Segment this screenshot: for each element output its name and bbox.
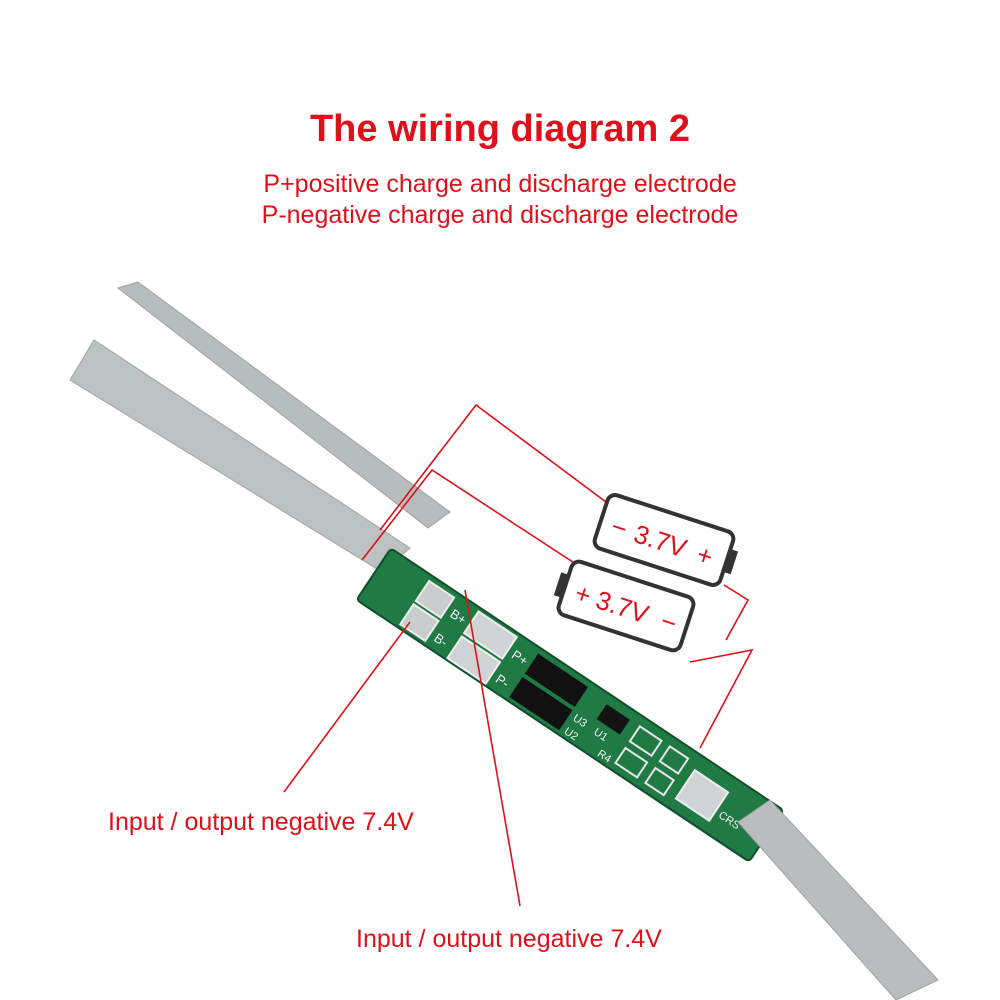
wiring-lines [361,403,754,749]
pad-p-minus [446,635,502,686]
callout-left-leader [283,621,411,793]
battery-2: + 3.7V − [553,559,696,653]
wire-output [689,648,754,749]
wire-b-minus [361,468,583,569]
chip-mosfet-2 [509,676,573,731]
callout-bottom-leader [464,589,521,907]
pad-b-minus [398,602,440,643]
p-minus-description: P-negative charge and discharge electrod… [261,201,739,229]
callout-left-label: Input / output negative 7.4V [108,808,414,836]
pad-output [674,768,730,823]
callout-bottom-label: Input / output negative 7.4V [356,925,662,953]
component-outline-2 [614,746,649,779]
component-outline-3 [658,744,690,775]
chip-u1 [596,704,630,735]
component-outline-1 [628,724,663,758]
nickel-strip-b-minus [69,339,411,573]
battery-1: − 3.7V + [592,493,739,587]
chip-mosfet-1 [524,653,589,707]
pad-b-plus [414,579,456,619]
wire-battery-link [723,584,750,641]
wire-b-plus [379,403,611,531]
component-outline-4 [644,766,676,797]
pcb-board: B+ B- P+ P- U1 U3 U2 R4 CRS [357,548,783,862]
p-plus-description: P+positive charge and discharge electrod… [263,170,737,198]
nickel-strip-output [737,799,939,1000]
diagram-title: The wiring diagram 2 [309,108,691,150]
nickel-strip-b-plus [116,281,451,529]
